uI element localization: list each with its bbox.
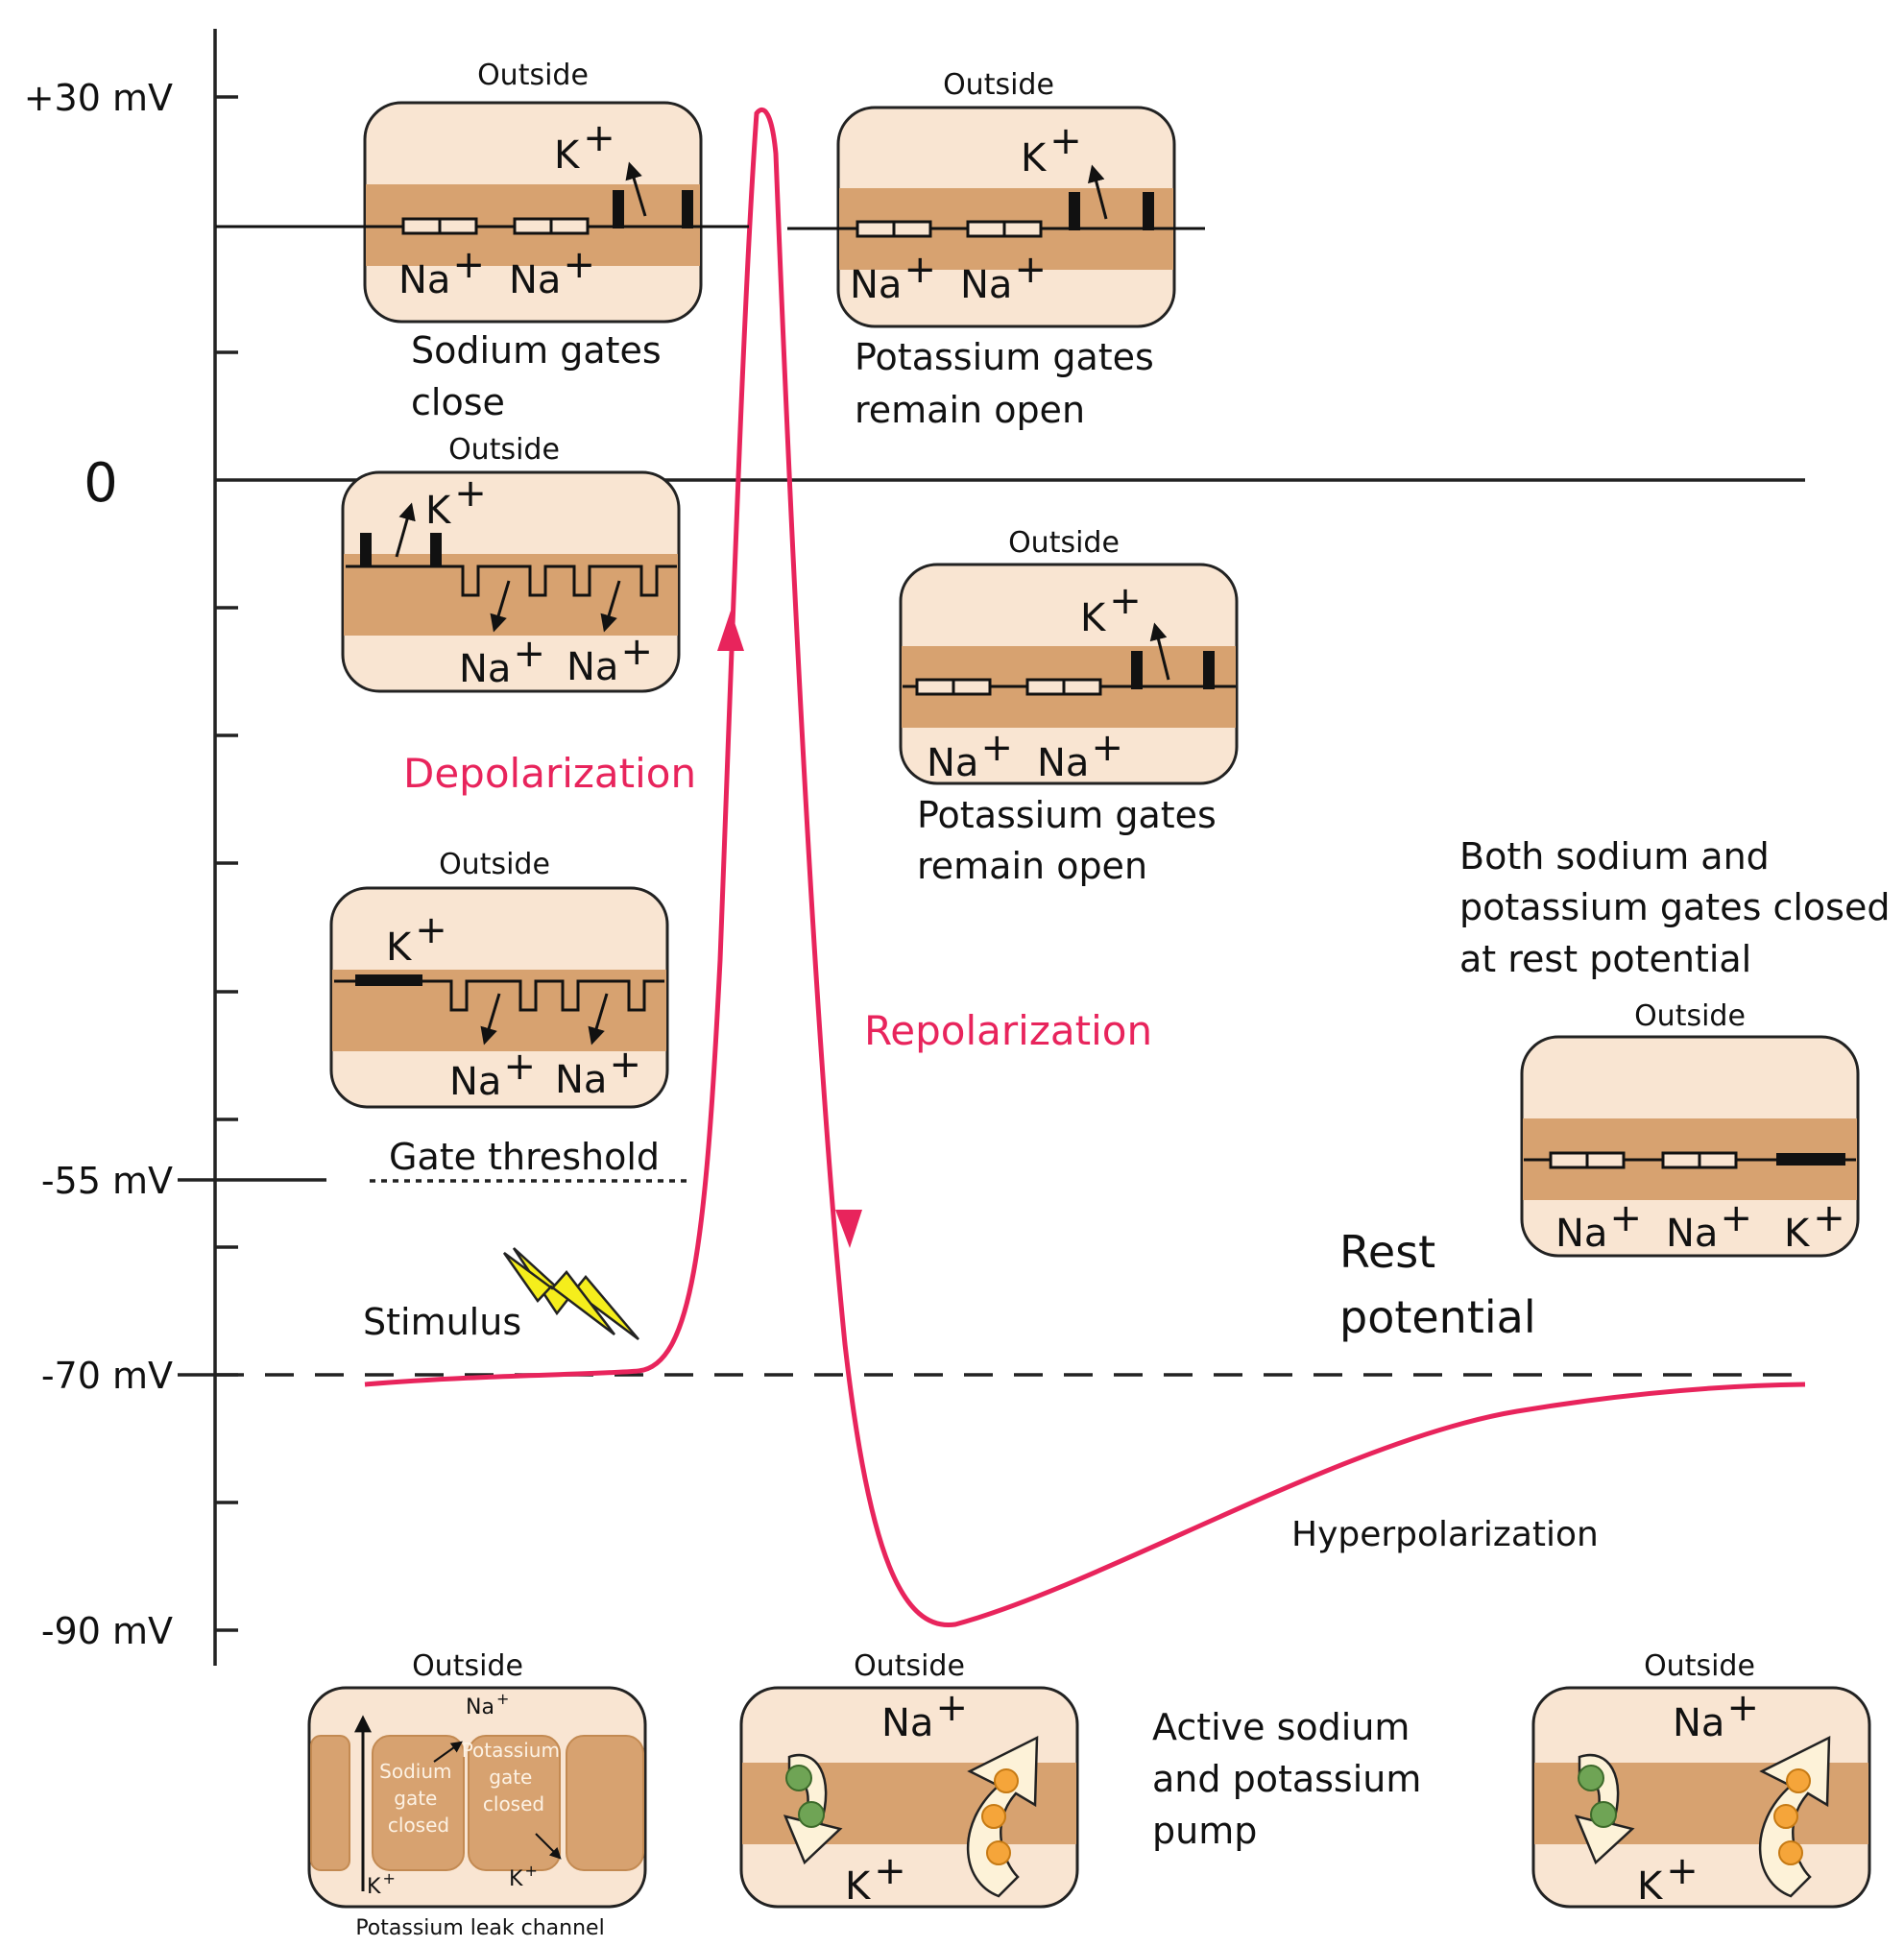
- pump-caption-1: Active sodium: [1152, 1706, 1410, 1748]
- membrane-gate-outline: [334, 979, 664, 1012]
- k-ion-label: K+: [845, 1849, 906, 1909]
- outside-label: Outside: [412, 1649, 523, 1683]
- sodium-gate-closed-label: Sodium gate closed: [379, 1760, 458, 1837]
- potassium-ball: [785, 1765, 812, 1791]
- na-ion-label: Na+: [927, 726, 1013, 785]
- tick-label-zero: 0: [84, 452, 118, 515]
- sodium-gates-close-caption-1: Sodium gates: [411, 329, 662, 372]
- sodium-ball: [986, 1840, 1011, 1865]
- stimulus-label: Stimulus: [363, 1301, 521, 1343]
- na-ion-label: Na+: [398, 243, 485, 302]
- potassium-ball: [1578, 1765, 1604, 1791]
- sodium-gates-close-caption-2: close: [411, 381, 505, 423]
- k-ion-label: K+: [509, 1862, 538, 1891]
- open-potassium-channel: [1069, 192, 1154, 230]
- closed-k-channel: [1776, 1153, 1845, 1166]
- cell-sodium-gates-open: Outside K+ Na+ Na+: [341, 433, 681, 693]
- k-ion-label: K+: [1637, 1849, 1699, 1909]
- potassium-ball: [1590, 1801, 1617, 1828]
- cell-sodium-gates-close: Outside K+ Na+ Na+: [216, 59, 749, 324]
- open-potassium-channel: [613, 190, 693, 228]
- potassium-gate-closed-label: Potassium gate closed: [462, 1739, 566, 1815]
- cell-potassium-gates-open-top: Outside K+ Na+ Na+: [787, 68, 1205, 328]
- lightning-bolt-icon-2: [502, 1251, 615, 1335]
- sodium-ball: [994, 1768, 1019, 1793]
- na-ion-label: Na+: [1555, 1196, 1642, 1256]
- na-ion-label: Na+: [449, 1045, 536, 1104]
- outside-label: Outside: [1634, 999, 1746, 1033]
- sodium-ball: [1773, 1804, 1798, 1829]
- na-ion-label: Na+: [960, 248, 1047, 307]
- cell-potassium-gates-open-mid: Outside K+ Na+ Na+: [899, 526, 1239, 785]
- pump-caption-2: and potassium: [1152, 1758, 1421, 1800]
- action-potential-trace: [364, 108, 1806, 1628]
- k-gates-open-mid-caption-1: Potassium gates: [917, 794, 1217, 836]
- k-gates-open-mid-caption-2: remain open: [917, 845, 1147, 887]
- closed-sodium-channels: [915, 678, 1102, 696]
- tick-label-plus30: +30 mV: [24, 77, 173, 119]
- k-channel-gates: [360, 533, 442, 566]
- gate-threshold-label: Gate threshold: [389, 1136, 660, 1178]
- voltage-axis: [178, 29, 326, 1666]
- na-ion-label: Na+: [1673, 1686, 1759, 1745]
- k-ion-label: K+: [386, 908, 447, 970]
- hyperpolarization-label: Hyperpolarization: [1291, 1515, 1599, 1554]
- sodium-ball: [1778, 1840, 1803, 1865]
- cell-threshold: Outside K+ Na+ Na+: [329, 848, 669, 1109]
- closed-sodium-channels: [401, 217, 590, 235]
- outside-label: Outside: [477, 59, 589, 92]
- k-ion-label: K+: [554, 116, 615, 178]
- na-ion-label: Na+: [1666, 1196, 1752, 1256]
- k-gates-open-top-caption-2: remain open: [855, 389, 1085, 431]
- k-ion-label: K+: [425, 471, 487, 533]
- depolarization-label: Depolarization: [403, 750, 696, 797]
- outside-label: Outside: [439, 848, 550, 881]
- na-ion-label: Na+: [1037, 726, 1123, 785]
- tick-label-minus70: -70 mV: [41, 1355, 173, 1397]
- rest-info-caption-3: at rest potential: [1459, 938, 1751, 980]
- k-gates-open-top-caption-1: Potassium gates: [855, 336, 1154, 378]
- membrane-gate-outline: [346, 565, 677, 597]
- rest-potential-label-line1: Rest: [1339, 1226, 1435, 1278]
- leak-channel-caption: Potassium leak channel: [355, 1916, 604, 1940]
- k-ion-label: K+: [1021, 119, 1082, 180]
- sodium-ball: [981, 1804, 1006, 1829]
- na-ion-label: Na+: [881, 1686, 968, 1745]
- repolarization-label: Repolarization: [864, 1007, 1152, 1054]
- open-potassium-channel: [1131, 651, 1215, 689]
- potassium-ball: [798, 1801, 825, 1828]
- closed-sodium-channels: [1549, 1151, 1738, 1169]
- k-ion-label: K+: [1784, 1196, 1845, 1256]
- rest-info-caption-1: Both sodium and: [1459, 835, 1770, 877]
- outside-label: Outside: [1644, 1649, 1755, 1683]
- k-ion-label: K+: [1080, 579, 1142, 640]
- tick-label-minus55: -55 mV: [41, 1160, 173, 1202]
- depolarization-arrowhead: [717, 611, 744, 651]
- na-ion-label: Na+: [509, 243, 595, 302]
- na-ion-label: Na+: [850, 248, 936, 307]
- outside-label: Outside: [943, 68, 1054, 102]
- na-ion-label: Na+: [555, 1043, 641, 1102]
- na-ion-label: Na+: [459, 632, 545, 691]
- na-ion-label: Na+: [466, 1690, 509, 1719]
- outside-label: Outside: [854, 1649, 965, 1683]
- rest-info-caption-2: potassium gates closed: [1459, 886, 1890, 928]
- outside-label: Outside: [448, 433, 560, 467]
- repolarization-arrowhead: [835, 1210, 862, 1248]
- sodium-ball: [1786, 1768, 1811, 1793]
- cell-sodium-potassium-pump: Outside Na+ K+: [739, 1649, 1079, 1909]
- k-ion-label: K+: [367, 1869, 396, 1899]
- tick-label-minus90: -90 mV: [41, 1610, 173, 1652]
- closed-sodium-channels: [856, 220, 1043, 238]
- cell-rest-closed: Outside Na+ Na+ K+: [1520, 999, 1860, 1258]
- na-ion-label: Na+: [566, 630, 653, 689]
- rest-potential-label-line2: potential: [1339, 1291, 1536, 1343]
- cell-potassium-leak-channel: Outside Na+ Sodium gate closed Potassium…: [307, 1649, 647, 1909]
- cell-sodium-potassium-pump-right: Outside Na+ K+: [1531, 1649, 1871, 1909]
- pump-caption-3: pump: [1152, 1810, 1257, 1852]
- outside-label: Outside: [1008, 526, 1120, 560]
